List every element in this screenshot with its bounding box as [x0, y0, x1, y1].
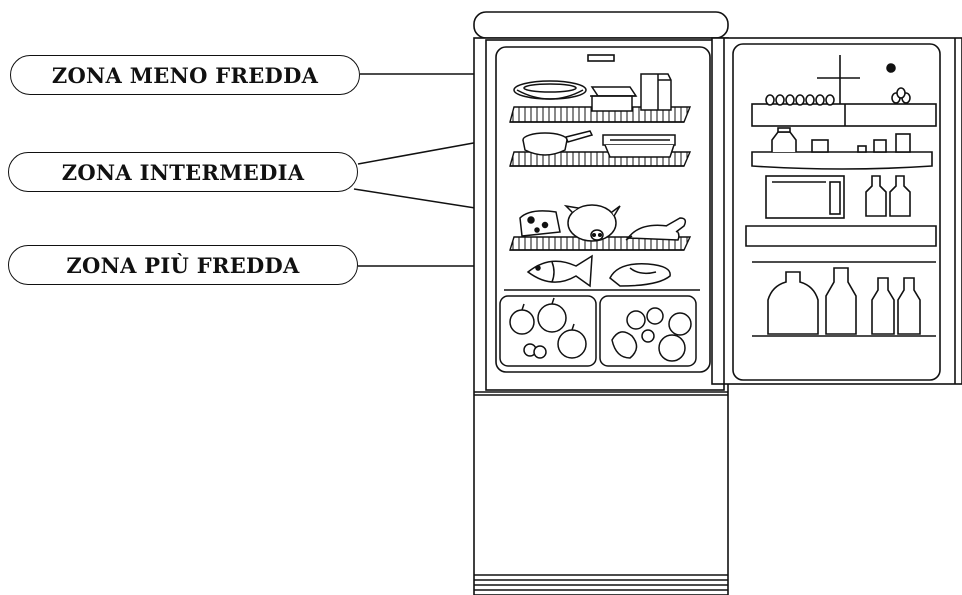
arrow-intermediate-bottom [354, 189, 488, 210]
jar-shelf [752, 152, 932, 169]
fridge-compartment [496, 47, 710, 372]
steak-icon [610, 264, 670, 286]
second-shelf-items [523, 131, 675, 157]
bowl-icon [514, 81, 586, 99]
zone-coldest-label: ZONA PIÙ FREDDA [8, 245, 358, 285]
arrow-intermediate-top [358, 140, 490, 164]
fridge-cabinet [474, 38, 728, 595]
chicken-icon [626, 218, 685, 240]
fish-icon [528, 256, 592, 286]
crisper-drawers [500, 296, 696, 366]
zone-less-cold-label: ZONA MENO FREDDA [10, 55, 360, 95]
milk-carton-icon [641, 74, 671, 110]
shelf-2 [510, 152, 690, 166]
fridge-body [474, 12, 728, 595]
fridge-door [712, 38, 962, 384]
ham-icon [566, 205, 620, 241]
egg-shelf [752, 104, 936, 126]
top-shelf-items [514, 74, 671, 111]
fridge-top-cap [474, 12, 728, 38]
door-bottles [752, 262, 936, 336]
fourth-shelf-items [528, 256, 670, 286]
fruit-mix-icon [612, 308, 691, 361]
door-button [887, 64, 895, 72]
apples-icon [510, 298, 586, 358]
crisper-right [600, 296, 696, 366]
frying-pan-icon [523, 131, 592, 155]
crisper-left [500, 296, 596, 366]
light-fixture [588, 55, 614, 61]
bottle-icon [866, 176, 910, 216]
cheese-icon [520, 211, 560, 236]
arrows [354, 74, 490, 266]
door-box [766, 176, 844, 218]
zone-intermediate-label: ZONA INTERMEDIA [8, 152, 358, 192]
baking-dish-icon [603, 135, 675, 157]
shelves [504, 107, 700, 290]
door-inner [733, 44, 940, 380]
eggs-icon [766, 88, 910, 105]
container-icon [590, 87, 636, 111]
shelf-3 [510, 237, 690, 250]
fridge-inner-frame [486, 40, 724, 390]
third-shelf-items [520, 205, 685, 241]
shelf-1 [510, 107, 690, 122]
jar-icon [772, 128, 910, 152]
door-outer [712, 38, 962, 384]
